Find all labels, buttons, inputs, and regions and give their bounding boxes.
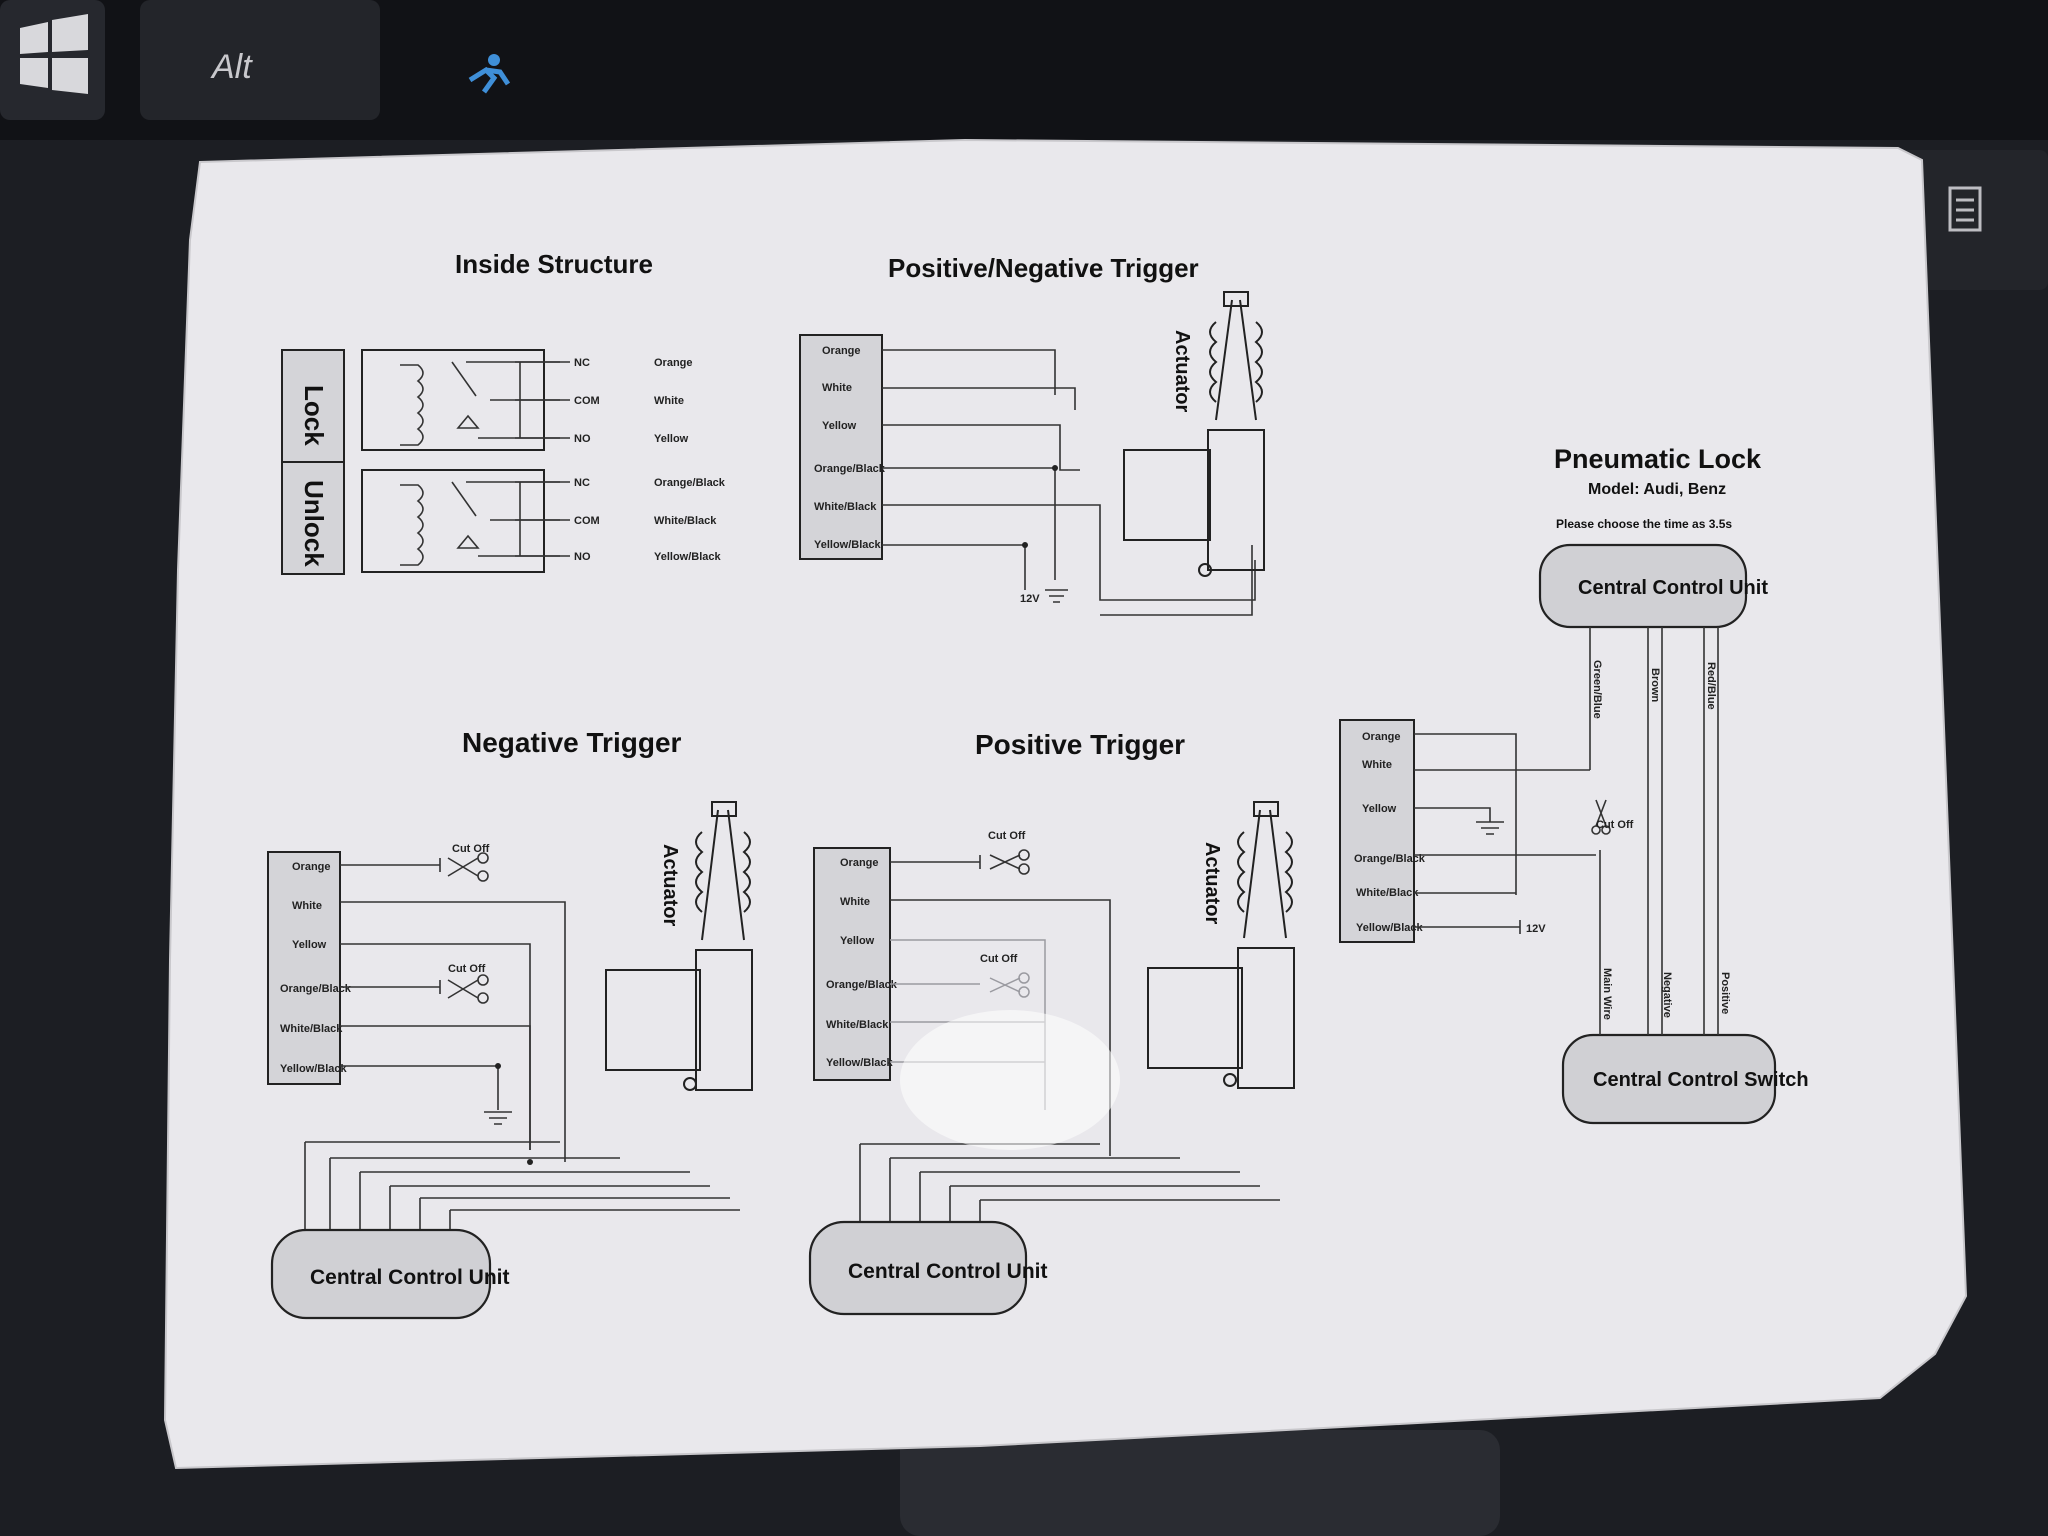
negative-cut-off-scissors-1 [447, 852, 489, 882]
svg-text:Orange/Black: Orange/Black [814, 463, 886, 475]
positive-wire-block [813, 847, 891, 1081]
flash-glare [900, 1010, 1120, 1150]
positive-trigger-diagram: Positive Trigger Orange White Yellow Ora… [808, 729, 1295, 1316]
alt-key-label: Alt [210, 48, 253, 86]
menu-key-icon [1948, 186, 1982, 232]
cable-red-blue: Red/Blue [1705, 662, 1717, 710]
positive-central-control-unit [808, 1220, 1028, 1316]
unlock-coil [400, 484, 424, 566]
svg-text:White: White [292, 900, 322, 912]
svg-text:Orange/Black: Orange/Black [1354, 853, 1426, 865]
svg-text:NO: NO [574, 551, 591, 563]
svg-text:White/Black: White/Black [814, 501, 877, 513]
positive-cut-off-scissors-2 [989, 972, 1030, 998]
svg-text:Orange/Black: Orange/Black [654, 477, 726, 489]
positive-cut-off-scissors-1 [989, 849, 1030, 875]
svg-text:White: White [840, 896, 870, 908]
positive-trigger-title: Positive Trigger [975, 729, 1185, 760]
negative-central-control-unit [270, 1228, 492, 1320]
svg-text:Cut Off: Cut Off [1596, 819, 1634, 831]
svg-text:Yellow: Yellow [1362, 803, 1397, 815]
negative-trigger-diagram: Negative Trigger Orange White Yellow Ora… [267, 727, 753, 1320]
pneumatic-wire-block [1339, 719, 1415, 943]
positive-unit-label: Central Control Unit [848, 1260, 1048, 1283]
pos-neg-trigger-title: Positive/Negative Trigger [888, 253, 1199, 283]
svg-text:Yellow/Black: Yellow/Black [1356, 922, 1424, 934]
svg-text:White/Black: White/Black [1356, 887, 1419, 899]
svg-text:Yellow: Yellow [292, 939, 327, 951]
svg-text:Orange: Orange [822, 345, 861, 357]
svg-text:Orange: Orange [292, 861, 331, 873]
runner-icon [468, 54, 511, 94]
pos-neg-wire-block [799, 334, 883, 560]
svg-text:NC: NC [574, 477, 590, 489]
lock-label: Lock [299, 385, 329, 446]
svg-text:NC: NC [574, 357, 590, 369]
windows-key-icon [0, 0, 105, 120]
pos-neg-trigger-diagram: Positive/Negative Trigger Orange White Y… [799, 253, 1265, 616]
svg-text:Cut Off: Cut Off [988, 830, 1026, 842]
pneumatic-lock-diagram: Pneumatic Lock Model: Audi, Benz Please … [1339, 444, 1809, 1125]
svg-text:Yellow/Black: Yellow/Black [654, 551, 722, 563]
alt-key [140, 0, 380, 120]
svg-text:Yellow/Black: Yellow/Black [280, 1063, 348, 1075]
svg-text:COM: COM [574, 515, 600, 527]
negative-unit-label: Central Control Unit [310, 1266, 510, 1289]
svg-text:Orange: Orange [1362, 731, 1401, 743]
svg-text:Cut Off: Cut Off [448, 963, 486, 975]
pneumatic-lock-title: Pneumatic Lock [1554, 444, 1762, 474]
central-control-switch [1561, 1033, 1777, 1125]
inside-structure-title: Inside Structure [455, 249, 653, 279]
svg-text:Yellow: Yellow [840, 935, 875, 947]
label-positive: Positive [1719, 972, 1731, 1014]
pneumatic-unit-label: Central Control Unit [1578, 577, 1768, 599]
pos-neg-actuator [1123, 291, 1265, 577]
pneumatic-central-control-unit [1538, 543, 1748, 629]
pneumatic-lock-note: Please choose the time as 3.5s [1556, 517, 1732, 531]
svg-text:Orange/Black: Orange/Black [280, 983, 352, 995]
svg-text:White/Black: White/Black [826, 1019, 889, 1031]
trackpad [900, 1430, 1500, 1536]
negative-trigger-title: Negative Trigger [462, 727, 682, 758]
negative-actuator [605, 801, 753, 1091]
svg-text:NO: NO [574, 433, 591, 445]
svg-text:White: White [1362, 759, 1392, 771]
svg-text:Orange/Black: Orange/Black [826, 979, 898, 991]
svg-text:Yellow: Yellow [822, 420, 857, 432]
central-control-switch-label: Central Control Switch [1593, 1069, 1809, 1091]
svg-text:White: White [654, 395, 684, 407]
svg-text:COM: COM [574, 395, 600, 407]
pos-neg-12v-label: 12V [1020, 593, 1040, 605]
svg-text:White: White [822, 382, 852, 394]
svg-text:Orange: Orange [840, 857, 879, 869]
label-main-wire: Main Wire [1601, 968, 1613, 1020]
pneumatic-lock-model: Model: Audi, Benz [1588, 481, 1726, 498]
unlock-relay [361, 469, 545, 573]
cable-brown: Brown [1649, 668, 1661, 703]
label-negative: Negative [1661, 972, 1673, 1018]
negative-wire-block [267, 851, 341, 1085]
pneumatic-12v-label: 12V [1526, 923, 1546, 935]
svg-text:Cut Off: Cut Off [980, 953, 1018, 965]
svg-text:White/Black: White/Black [654, 515, 717, 527]
negative-actuator-label: Actuator [659, 844, 681, 926]
positive-actuator [1147, 801, 1295, 1089]
positive-actuator-label: Actuator [1201, 842, 1223, 924]
unlock-label: Unlock [299, 480, 329, 567]
pos-neg-actuator-label: Actuator [1171, 330, 1193, 412]
svg-text:Yellow/Black: Yellow/Black [826, 1057, 894, 1069]
pneumatic-cut-off-scissors [1591, 799, 1611, 835]
svg-text:Yellow: Yellow [654, 433, 689, 445]
svg-text:Yellow/Black: Yellow/Black [814, 539, 882, 551]
negative-cut-off-scissors-2 [447, 974, 489, 1004]
svg-text:Cut Off: Cut Off [452, 843, 490, 855]
svg-text:White/Black: White/Black [280, 1023, 343, 1035]
lock-coil [400, 364, 424, 446]
svg-text:Orange: Orange [654, 357, 693, 369]
cable-green-blue: Green/Blue [1591, 660, 1603, 719]
inside-structure-diagram: Inside Structure Lock Unlock NC COM NO N… [281, 249, 726, 575]
paper-sheet [163, 138, 1968, 1470]
